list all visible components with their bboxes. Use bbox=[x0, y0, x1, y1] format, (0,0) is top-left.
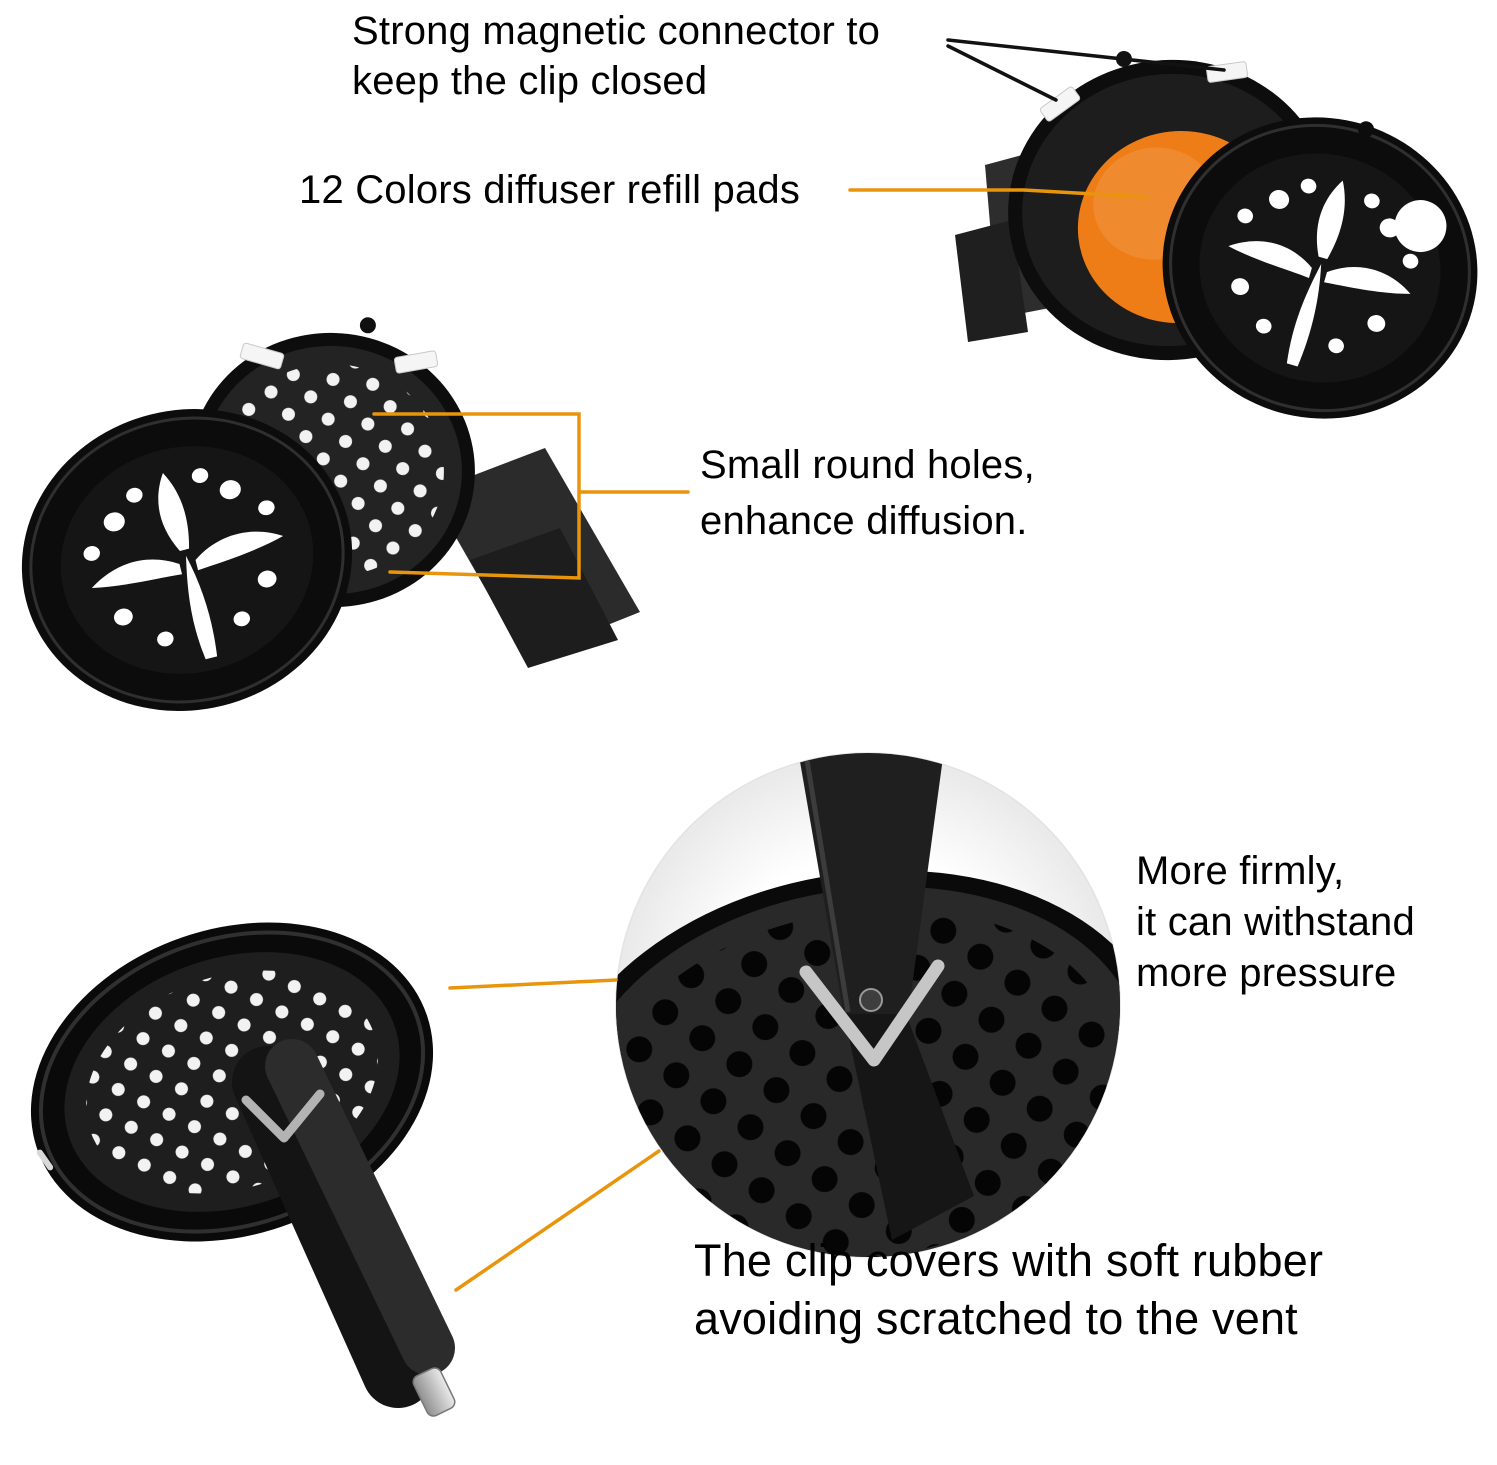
annotation-round-holes: Small round holes, enhance diffusion. bbox=[700, 437, 1035, 549]
diffuser-lid bbox=[1162, 117, 1478, 419]
hinge-pin bbox=[359, 317, 376, 334]
annotation-text-line: it can withstand bbox=[1136, 900, 1415, 944]
annotation-magnetic-connector: Strong magnetic connector to keep the cl… bbox=[352, 6, 880, 106]
vent-clip-arm bbox=[265, 1039, 455, 1375]
callout-lines bbox=[372, 38, 1226, 1292]
annotation-text-line: enhance diffusion. bbox=[700, 499, 1028, 543]
annotation-more-firmly: More firmly, it can withstand more press… bbox=[1136, 846, 1415, 999]
callout-line-zoom-diagonal bbox=[454, 1149, 661, 1292]
magnet-connector bbox=[1039, 86, 1081, 122]
magnet-connector bbox=[239, 342, 285, 370]
clip-spring bbox=[241, 1089, 325, 1143]
callout-line-refill-pad bbox=[848, 188, 1148, 199]
callout-bracket-holes bbox=[372, 412, 581, 580]
annotation-text-line: 12 Colors diffuser refill pads bbox=[299, 168, 801, 212]
top-right-diffuser-figure bbox=[955, 50, 1478, 419]
magnet-connector bbox=[1205, 61, 1249, 83]
annotation-text-line: The clip covers with soft rubber bbox=[694, 1235, 1324, 1286]
annotation-text-line: Small round holes, bbox=[700, 443, 1035, 487]
bottom-left-diffuser-figure bbox=[30, 922, 456, 1417]
vent-clip-arm-zoom bbox=[798, 753, 944, 1016]
magnet-connector bbox=[393, 350, 439, 374]
clip-rivet bbox=[859, 988, 883, 1012]
annotation-text-line: More firmly, bbox=[1136, 849, 1345, 893]
callout-line-zoom-top bbox=[448, 978, 618, 990]
annotation-soft-rubber-clip: The clip covers with soft rubber avoidin… bbox=[694, 1232, 1323, 1348]
callout-line-magnetic-left bbox=[946, 44, 1058, 102]
clip-spring-zoom bbox=[799, 959, 945, 1067]
vent-clip-arm-zoom bbox=[844, 1014, 974, 1240]
hinge-pin bbox=[1358, 121, 1375, 138]
annotation-text-line: avoiding scratched to the vent bbox=[694, 1293, 1298, 1344]
callout-line-magnetic-right bbox=[946, 38, 1226, 72]
vent-clip-arm bbox=[470, 528, 618, 668]
annotation-refill-pads: 12 Colors diffuser refill pads bbox=[299, 166, 800, 214]
clip-metal-tip bbox=[412, 1367, 456, 1417]
annotation-text-line: keep the clip closed bbox=[352, 59, 708, 103]
diffuser-lid bbox=[21, 409, 353, 711]
annotation-text-line: more pressure bbox=[1136, 951, 1397, 995]
left-open-diffuser-figure bbox=[21, 317, 640, 711]
annotation-text-line: Strong magnetic connector to bbox=[352, 9, 881, 53]
lid-notch bbox=[36, 1149, 54, 1171]
vent-clip-arm bbox=[955, 220, 1028, 342]
